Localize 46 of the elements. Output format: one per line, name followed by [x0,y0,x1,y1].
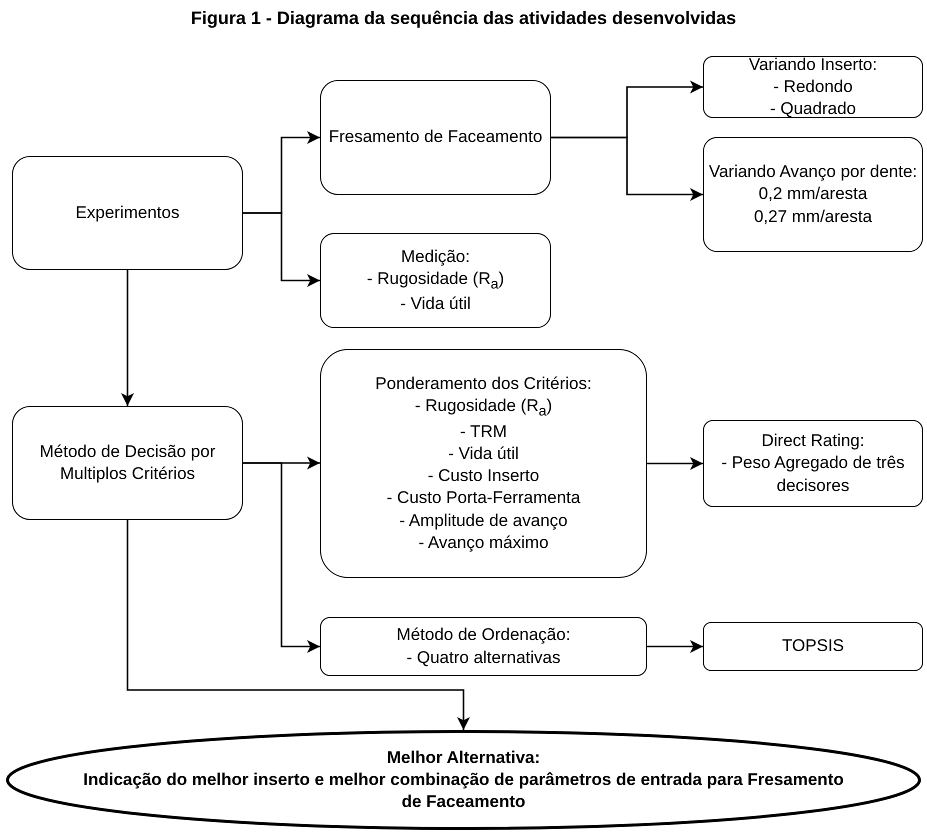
node-text: - Custo Porta-Ferramenta [386,487,580,510]
node-text: Medição: [401,246,470,268]
node-text: - Vida útil [400,293,471,316]
process-box [703,56,923,118]
node-text: - Rugosidade (R$_{a}$) [366,268,504,294]
node-text: Variando Avanço por dente: [708,161,918,184]
node-text: - Rugosidade (R$_{a}$) [414,395,552,422]
node-text: 0,27 mm/aresta [754,206,872,228]
node-text: - Redondo [773,76,853,98]
node-text: Variando Inserto: [748,54,878,76]
node-text: - Quatro alternativas [406,646,560,668]
node-text: - Avanço máximo [418,532,549,554]
process-box [320,349,647,578]
node-text: Método de Decisão por Multiplos Critérios [38,440,216,485]
node-text: - Amplitude de avanço [399,510,568,532]
node-text: - TRM [460,421,507,444]
node-text: Ponderamento dos Critérios: [375,373,592,396]
process-box [703,137,923,252]
node-text: TOPSIS [782,635,844,658]
node-text: Melhor Alternativa: [386,746,540,769]
node-text: Indicação do melhor inserto e melhor combinação de parâmetros de entrada para Fresamento de Faceamento [82,768,845,814]
node-text: 0,2 mm/aresta [758,183,868,206]
node-text: Experimentos [76,202,180,224]
arrow [121,270,134,406]
node-text: - Peso Agregado de três decisores [720,452,906,497]
arrow [551,136,703,201]
arrow [647,457,703,470]
figure-title: Figura 1 - Diagrama da sequência das atividades desenvolvidas [190,8,738,29]
process-box [12,406,243,520]
process-box [320,233,551,328]
process-box [703,420,923,507]
node-text: Direct Rating: [762,430,864,452]
arrow [243,462,320,653]
node-text: - Custo Inserto [428,465,540,488]
result-ellipse [6,730,921,830]
process-box [12,156,243,270]
process-box [320,80,551,195]
node-text: - Vida útil [448,443,519,466]
node-text: Método de Ordenação: [396,624,570,646]
arrow [647,640,703,653]
node-text: Fresamento de Faceamento [328,126,542,148]
process-box [703,622,923,671]
arrow [243,212,320,287]
arrow [126,520,470,730]
node-text: - Quadrado [770,98,856,120]
process-box [320,617,647,676]
